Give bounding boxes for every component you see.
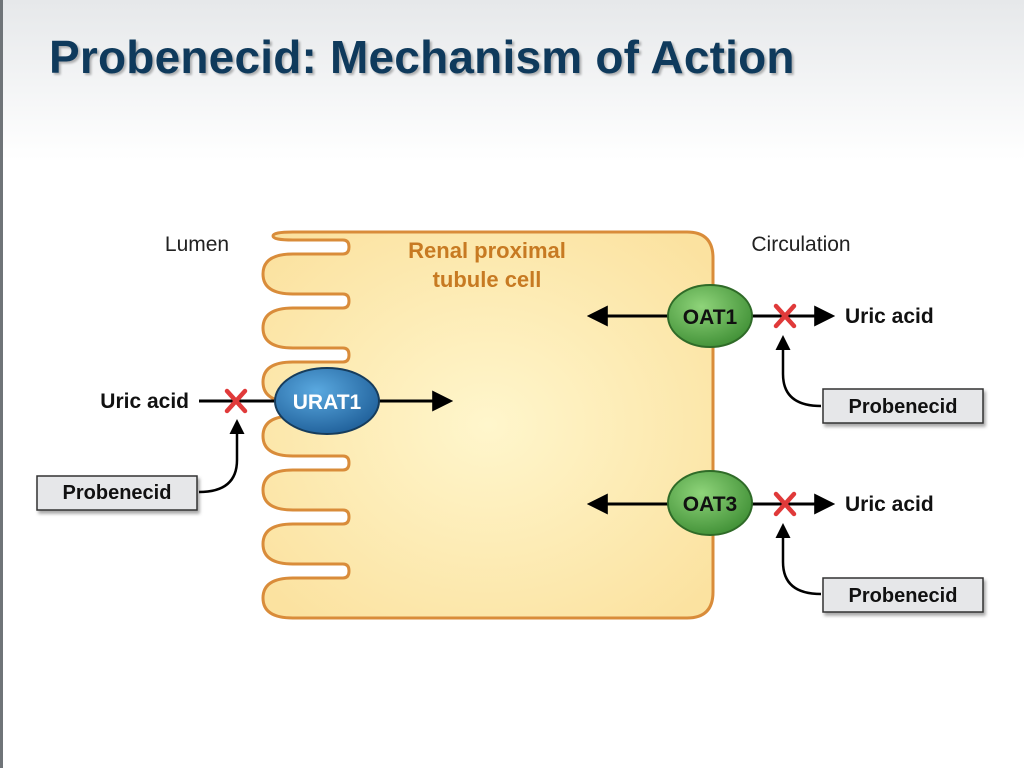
probenecid-oat1-inhibit-arrow [775,335,822,408]
probenecid-oat1-label: Probenecid [849,396,958,418]
uric-acid-left-label: Uric acid [100,390,189,413]
probenecid-left-box: Probenecid [36,475,198,511]
oat3-transporter [667,470,753,536]
uric-acid-oat1-label: Uric acid [845,305,934,328]
oat1-label: OAT1 [683,306,738,329]
urat1-transporter [274,367,380,435]
cell-label-line2: tubule cell [433,267,542,292]
uric-acid-oat3-label: Uric acid [845,493,934,516]
circulation-label: Circulation [751,233,850,256]
probenecid-left-inhibit-arrow [198,419,245,494]
urat1-label: URAT1 [293,391,362,414]
cell-label-line1: Renal proximal [408,238,566,263]
block-x-icon [773,303,797,329]
probenecid-oat3-inhibit-arrow [775,523,822,596]
oat1-transporter [667,284,753,348]
block-x-icon [773,491,797,517]
probenecid-oat3-box: Probenecid [822,577,984,613]
oat3-label: OAT3 [683,493,737,516]
probenecid-left-label: Probenecid [63,482,172,504]
block-x-icon [224,388,248,414]
probenecid-oat3-label: Probenecid [849,585,958,607]
mechanism-diagram: Lumen Circulation Renal proximal tubule … [36,230,984,620]
probenecid-oat1-box: Probenecid [822,388,984,424]
slide-title: Probenecid: Mechanism of Action [49,31,795,83]
lumen-label: Lumen [165,233,229,256]
